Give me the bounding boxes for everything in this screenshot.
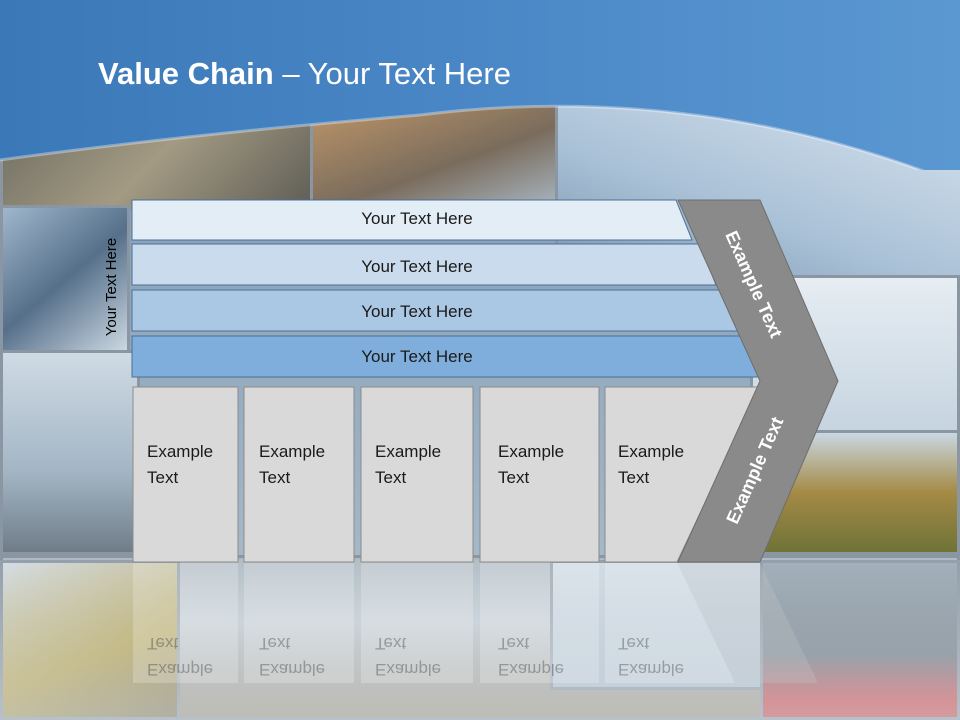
support-bar-label: Your Text Here bbox=[361, 209, 473, 228]
primary-activity-box bbox=[360, 386, 474, 563]
support-bar-label: Your Text Here bbox=[361, 347, 473, 366]
primary-box-reflection bbox=[133, 563, 238, 683]
primary-activity-box bbox=[604, 386, 761, 563]
box-line-2: Text bbox=[259, 468, 291, 487]
chevron-reflection bbox=[678, 563, 818, 683]
title-bold: Value Chain bbox=[98, 56, 274, 91]
page-title: Value Chain – Your Text Here bbox=[98, 56, 511, 92]
reflection-fade bbox=[0, 560, 960, 720]
support-bar-label: Your Text Here bbox=[361, 257, 473, 276]
primary-activity-box bbox=[132, 386, 239, 563]
box-line-1: Example bbox=[498, 660, 565, 679]
photo-tile bbox=[0, 350, 140, 555]
primary-box-reflection bbox=[605, 563, 735, 683]
margin-chevron-arrow bbox=[677, 199, 839, 563]
primary-box-reflection bbox=[480, 563, 599, 683]
primary-box-reflection bbox=[361, 563, 473, 683]
support-bar bbox=[131, 199, 693, 241]
box-line-2: Text bbox=[618, 468, 650, 487]
box-line-1: Example bbox=[375, 442, 442, 461]
primary-box-label-reflection: Example Text bbox=[375, 630, 441, 682]
primary-box-label-reflection: Example Text bbox=[618, 630, 684, 682]
box-line-1: Example bbox=[147, 660, 214, 679]
primary-box-label-reflection: Example Text bbox=[498, 630, 564, 682]
box-line-1: Example bbox=[375, 660, 442, 679]
box-line-2: Text bbox=[618, 634, 650, 653]
header-band: Value Chain – Your Text Here bbox=[0, 0, 960, 170]
primary-box-label-reflection: Example Text bbox=[147, 630, 213, 682]
box-line-1: Example bbox=[259, 660, 326, 679]
photo-tile bbox=[0, 205, 130, 355]
box-line-2: Text bbox=[147, 468, 179, 487]
box-line-1: Example bbox=[618, 442, 685, 461]
box-line-2: Text bbox=[147, 634, 179, 653]
box-line-2: Text bbox=[375, 634, 407, 653]
box-line-2: Text bbox=[259, 634, 291, 653]
support-bar-label: Your Text Here bbox=[361, 302, 473, 321]
primary-activity-box bbox=[479, 386, 600, 563]
box-line-2: Text bbox=[498, 468, 530, 487]
title-rest: – Your Text Here bbox=[273, 56, 511, 91]
primary-box-reflection bbox=[244, 563, 354, 683]
box-line-1: Example bbox=[618, 660, 685, 679]
box-line-1: Example bbox=[259, 442, 326, 461]
box-line-2: Text bbox=[498, 634, 530, 653]
vertical-label: Your Text Here bbox=[103, 237, 120, 337]
box-line-1: Example bbox=[498, 442, 565, 461]
box-line-1: Example bbox=[147, 442, 214, 461]
primary-box-label-reflection: Example Text bbox=[259, 630, 325, 682]
reflection-group bbox=[133, 563, 818, 683]
box-line-2: Text bbox=[375, 468, 407, 487]
primary-activity-box bbox=[243, 386, 355, 563]
